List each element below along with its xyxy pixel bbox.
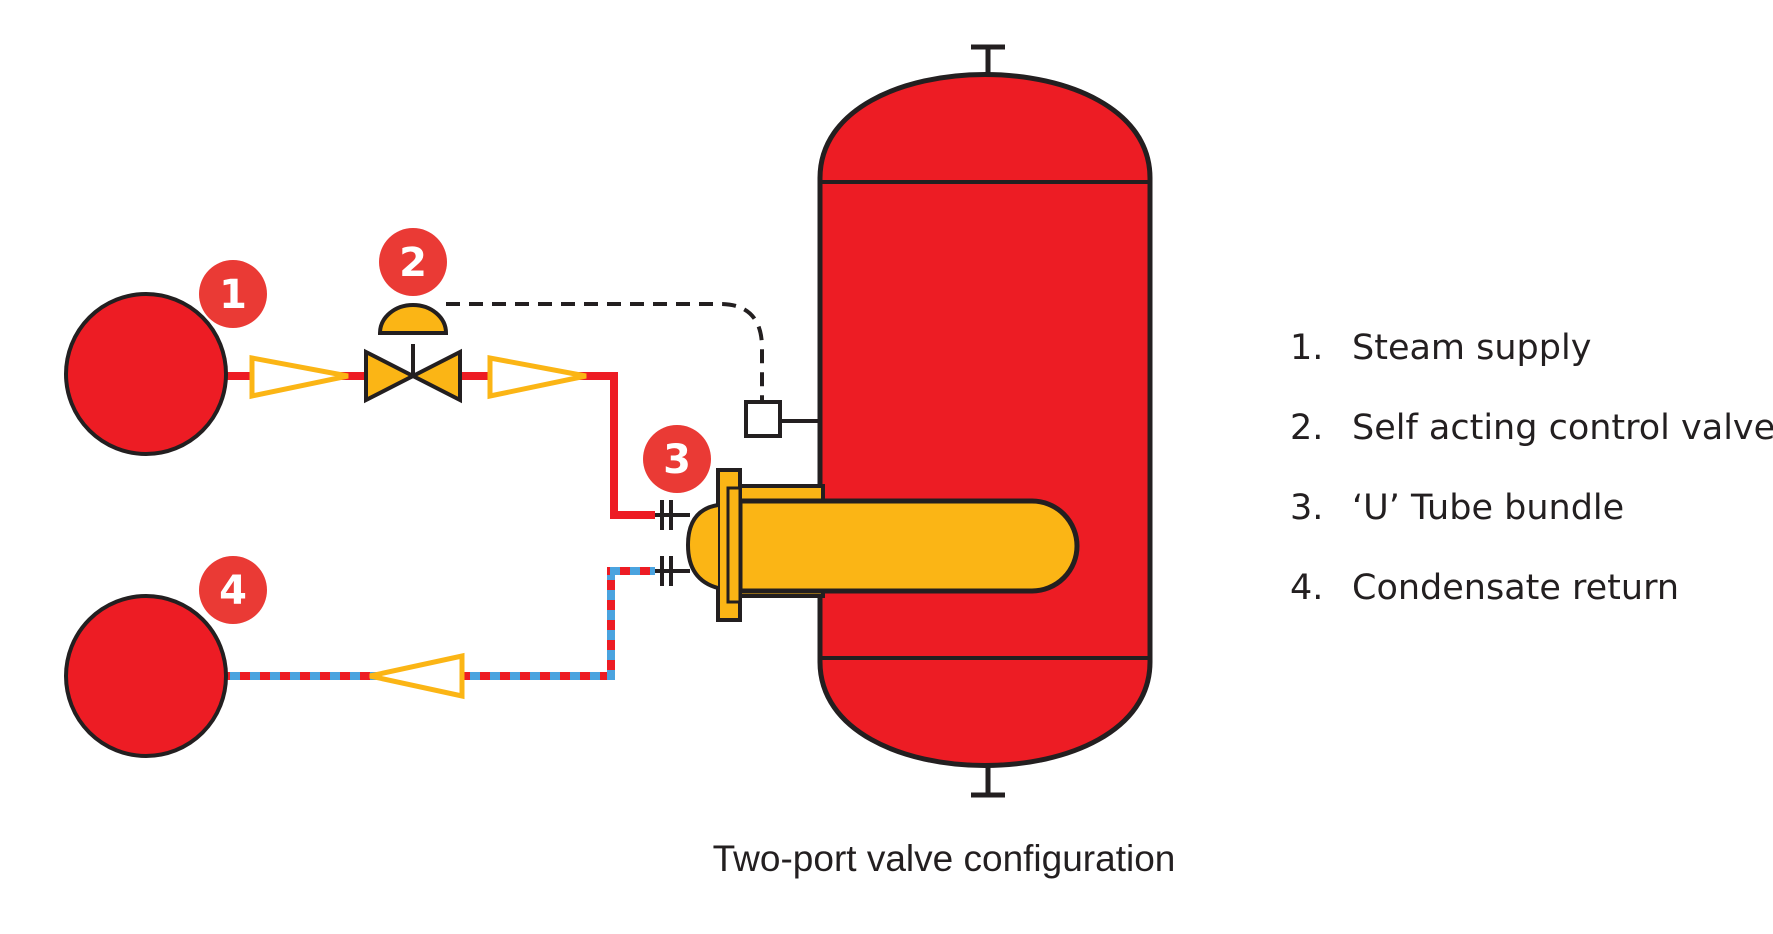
steam-supply-source xyxy=(64,292,228,456)
svg-text:3: 3 xyxy=(663,437,691,483)
diagram-caption: Two-port valve configuration xyxy=(712,838,1176,879)
control-valve xyxy=(364,303,462,404)
flow-arrow-steam-in xyxy=(249,354,349,400)
legend-item-steam-supply: 1. Steam supply xyxy=(1290,308,1773,388)
condensate-return-destination xyxy=(64,594,228,758)
temperature-sensor xyxy=(744,400,782,438)
legend: 1. Steam supply 2. Self acting control v… xyxy=(1290,308,1773,628)
sensor-capillary-line xyxy=(446,302,764,400)
legend-item-control-valve: 2. Self acting control valve xyxy=(1290,388,1773,468)
legend-label: Steam supply xyxy=(1352,328,1592,368)
badge-4: 4 xyxy=(199,556,267,624)
legend-number: 1. xyxy=(1290,328,1324,368)
legend-label: Self acting control valve xyxy=(1352,408,1773,448)
legend-number: 2. xyxy=(1290,408,1324,448)
flow-arrow-condensate xyxy=(369,652,465,700)
svg-text:2: 2 xyxy=(399,240,427,286)
legend-item-condensate-return: 4. Condensate return xyxy=(1290,548,1773,628)
flow-arrow-steam-out xyxy=(487,354,587,400)
legend-item-u-tube-bundle: 3. ‘U’ Tube bundle xyxy=(1290,468,1773,548)
legend-number: 3. xyxy=(1290,488,1324,528)
storage-vessel xyxy=(817,44,1153,798)
svg-text:4: 4 xyxy=(219,568,247,614)
badge-3: 3 xyxy=(643,425,711,493)
legend-label: ‘U’ Tube bundle xyxy=(1352,488,1625,528)
legend-number: 4. xyxy=(1290,568,1324,608)
svg-text:1: 1 xyxy=(219,272,247,318)
badge-1: 1 xyxy=(199,260,267,328)
badge-2: 2 xyxy=(379,228,447,296)
u-tube-bundle xyxy=(655,468,1080,622)
steam-supply-pipe xyxy=(225,372,655,519)
legend-label: Condensate return xyxy=(1352,568,1680,608)
